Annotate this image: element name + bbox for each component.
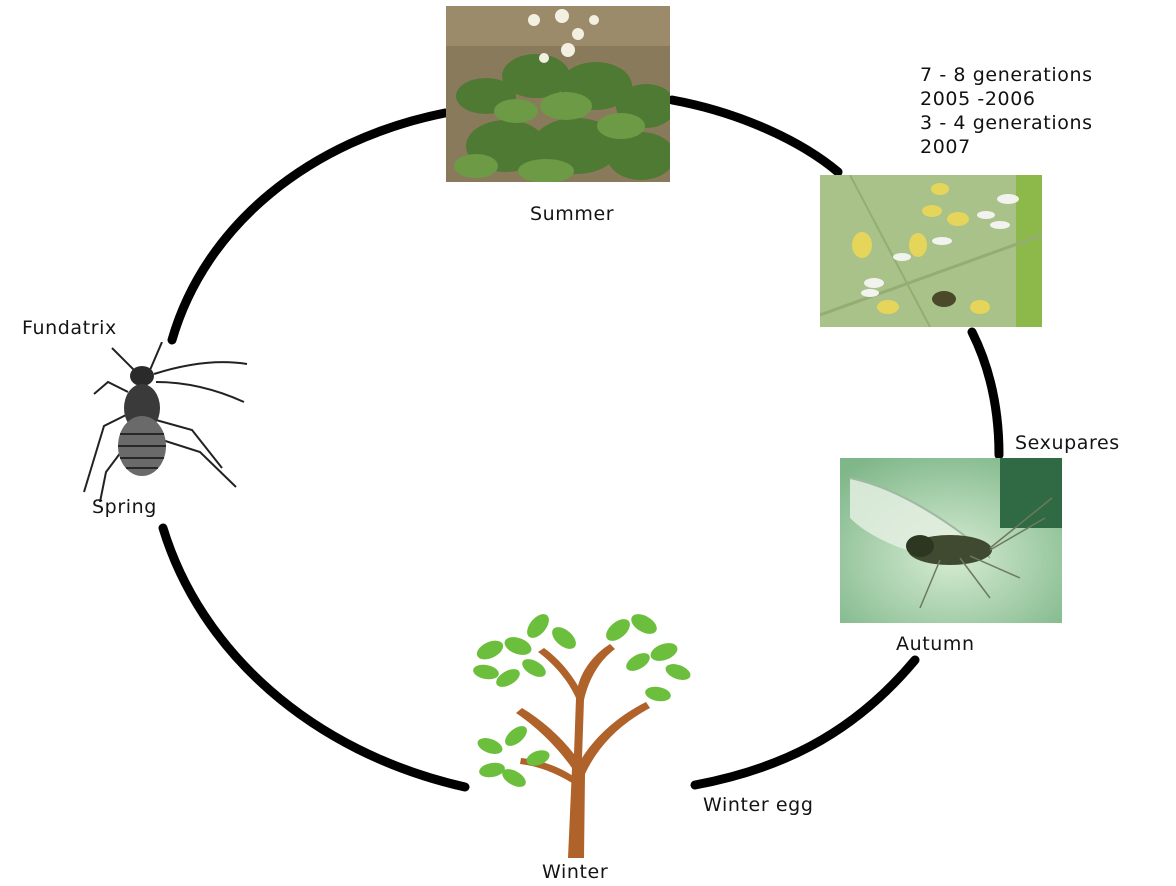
aphid-colony-photo (820, 175, 1042, 327)
spring-aphid-drawing (72, 342, 252, 502)
arc-colony-autumn (972, 332, 999, 455)
arc-winter-spring (163, 528, 465, 787)
arc-spring-summer (172, 113, 445, 340)
autumn-label: Autumn (896, 633, 975, 655)
generation-note: 7 - 8 generations (920, 63, 1093, 87)
generation-note: 3 - 4 generations (920, 111, 1093, 135)
summer-photo (446, 6, 670, 182)
winter-tree (468, 608, 696, 858)
generation-notes: 7 - 8 generations 2005 -2006 3 - 4 gener… (920, 63, 1093, 159)
arc-autumn-winteregg (695, 660, 915, 785)
summer-label: Summer (530, 203, 614, 225)
arc-summer-colony (672, 100, 838, 172)
winter-egg-label: Winter egg (703, 794, 814, 816)
spring-label: Spring (92, 496, 157, 518)
winter-label: Winter (542, 861, 608, 883)
autumn-photo (840, 458, 1062, 623)
generation-note: 2005 -2006 (920, 87, 1093, 111)
sexupares-label: Sexupares (1015, 432, 1120, 454)
fundatrix-label: Fundatrix (22, 317, 117, 339)
generation-note: 2007 (920, 135, 1093, 159)
